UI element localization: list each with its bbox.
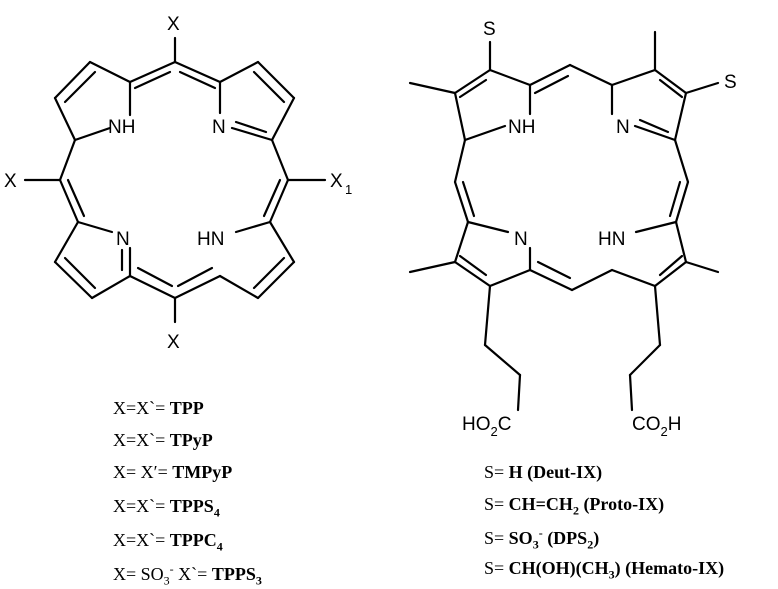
left-n-top-label: N: [212, 117, 226, 138]
right-nh-label: NH: [508, 117, 535, 138]
left-top-x-label: X: [167, 14, 180, 35]
right-n-bottom-label: N: [514, 229, 528, 250]
right-n-top-label: N: [616, 117, 630, 138]
left-bottom-x-label: X: [167, 332, 180, 353]
left-n-bottom-label: N: [116, 229, 130, 250]
acid-left-label: HO2C: [462, 414, 511, 439]
left-hn-label: HN: [197, 229, 224, 250]
right-porphyrin-structure: S S NH N N HN HO2C CO2H: [408, 19, 737, 439]
left-porphyrin-structure: X X X X 1 NH N N HN: [4, 14, 352, 353]
legend-left-row-tpps4: X=X`= TPPS4: [113, 496, 220, 520]
left-right-x1-subscript: 1: [345, 182, 352, 197]
right-s-right-label: S: [724, 72, 737, 93]
legend-left-row-tmpyp: X= X′= TMPyP: [113, 462, 233, 482]
legend-left-row-tpp: X=X`= TPP: [113, 398, 204, 418]
right-s-top-label: S: [483, 19, 496, 40]
legend-left-row-tpyp: X=X`= TPyP: [113, 430, 213, 450]
left-left-x-label: X: [4, 171, 17, 192]
left-nh-label: NH: [108, 117, 135, 138]
acid-right-label: CO2H: [632, 414, 681, 439]
right-hn-label: HN: [598, 229, 625, 250]
legend-right-row-dps2: S= SO3- (DPS2): [484, 526, 600, 552]
legend-right-row-deut: S= H (Deut-IX): [484, 462, 603, 482]
legend-right-row-hemato: S= CH(OH)(CH3) (Hemato-IX): [484, 558, 725, 582]
legend-left-row-tpps3: X= SO3- X`= TPPS3: [113, 562, 262, 588]
legend-left-row-tppc4: X=X`= TPPC4: [113, 530, 223, 554]
left-right-x1-label: X: [330, 171, 343, 192]
legend-right-row-proto: S= CH=CH2 (Proto-IX): [484, 494, 665, 518]
